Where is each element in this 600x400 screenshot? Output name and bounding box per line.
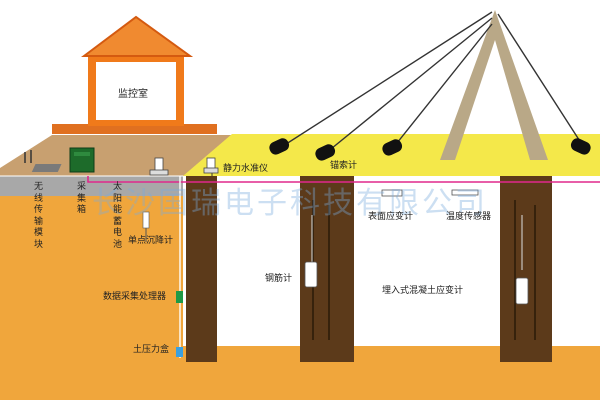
label-rebar-meter: 钢筋计	[265, 274, 293, 284]
label-solar-battery: 太阳能蓄电池	[113, 182, 123, 250]
rebar-meter	[304, 261, 318, 288]
monitor-room-window	[96, 62, 176, 120]
label-surface-strain: 表面应变计	[368, 212, 414, 222]
pier-left	[186, 176, 217, 362]
label-static-level: 静力水准仪	[223, 164, 269, 174]
monitor-room-roof	[81, 15, 194, 57]
anchor-meters	[269, 138, 591, 161]
surface-strain-gauge	[381, 189, 403, 197]
label-anchor-cable-meter: 锚索计	[330, 161, 358, 171]
watermark: 长沙国瑞电子科技有限公司	[92, 186, 488, 221]
data-processor-device	[176, 291, 183, 303]
monitor-room-base	[52, 124, 217, 134]
label-settlement-gauge: 单点沉降计	[128, 236, 174, 246]
label-data-processor: 数据采集处理器	[103, 292, 167, 302]
collector-box	[69, 147, 95, 173]
label-embedded-strain: 埋入式混凝土应变计	[382, 286, 464, 296]
label-collector-box: 采集箱	[77, 182, 87, 216]
pylon-tower	[440, 10, 548, 160]
label-monitor-room: 监控室	[118, 89, 148, 100]
embedded-strain-gauge	[515, 277, 529, 305]
pier-right	[500, 176, 552, 362]
stay-cables	[282, 11, 584, 154]
signal-cable	[87, 176, 600, 183]
label-temperature-sensor: 温度传感器	[446, 212, 492, 222]
label-wireless-module: 无线传输模块	[34, 182, 44, 250]
earth-pressure-box	[176, 347, 183, 357]
label-earth-pressure: 土压力盒	[133, 345, 170, 355]
temperature-sensor	[451, 189, 479, 196]
solar-battery	[31, 164, 62, 172]
